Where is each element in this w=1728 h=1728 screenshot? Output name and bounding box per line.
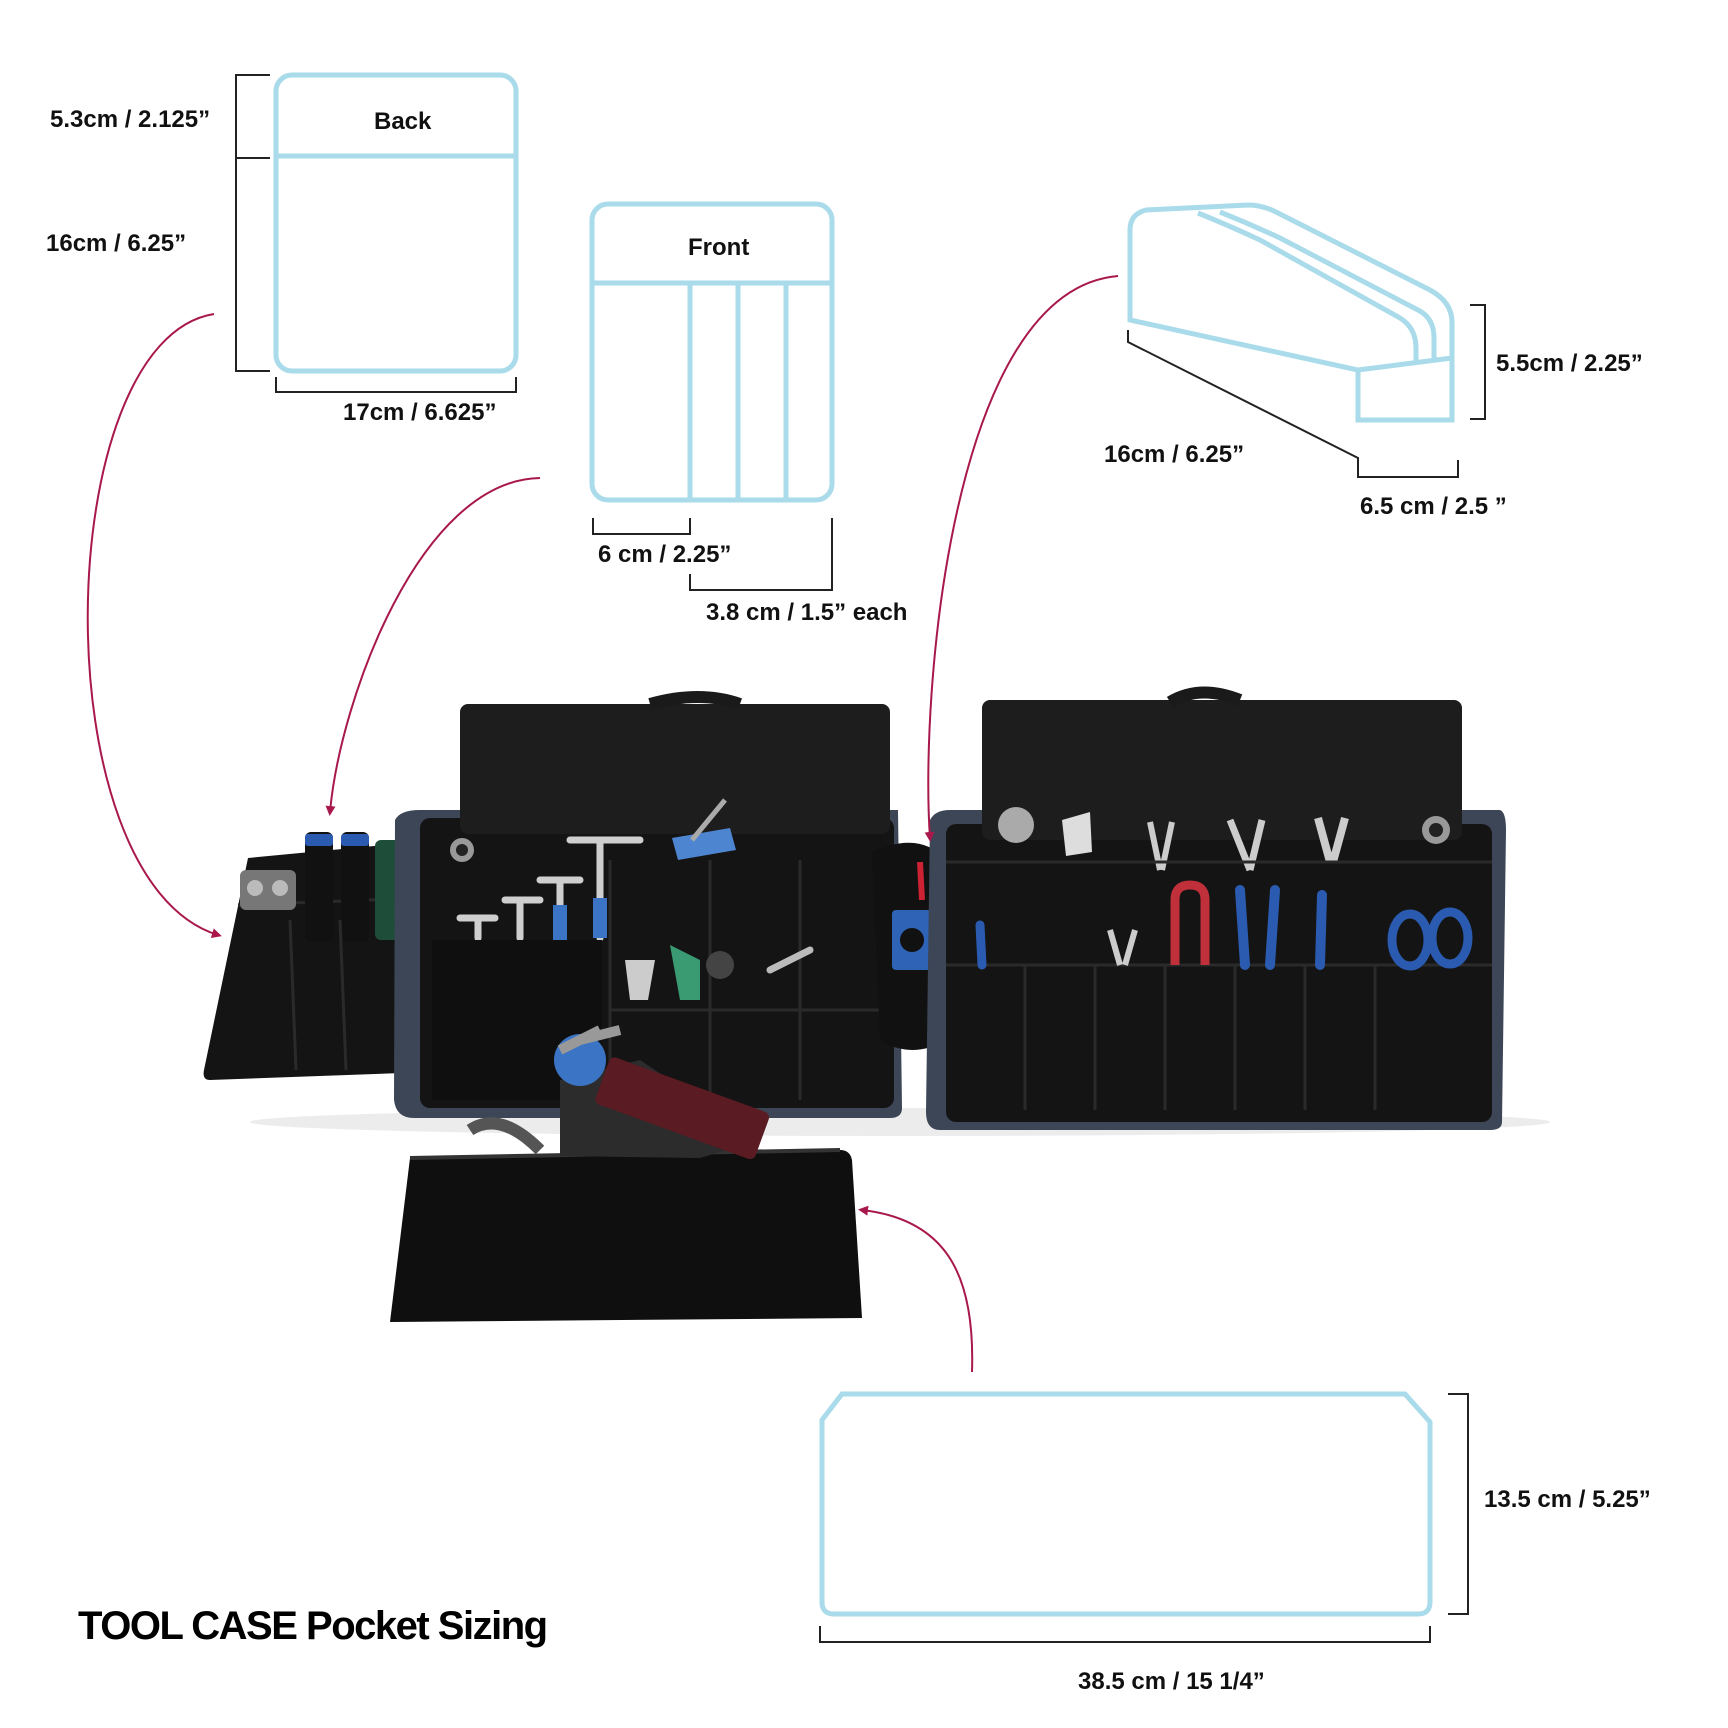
front-pocket-shape — [589, 201, 835, 503]
front-pocket-width-slots: 3.8 cm / 1.5” each — [706, 599, 908, 626]
zip-pouch-dimensions — [1127, 304, 1486, 478]
zip-pouch-outline — [1127, 202, 1455, 423]
back-pocket-height-top: 5.3cm / 2.125” — [50, 106, 211, 133]
back-pocket-shape — [273, 72, 519, 374]
zip-pouch-height: 5.5cm / 2.25” — [1496, 350, 1643, 377]
front-pocket-width-wide: 6 cm / 2.25” — [598, 541, 732, 568]
arrow-bottom-pocket — [858, 1205, 974, 1373]
front-pocket-outline — [589, 201, 835, 503]
front-pocket-dimensions — [592, 518, 833, 591]
screwdriver-handles — [305, 832, 401, 942]
page-title: TOOL CASE Pocket Sizing — [78, 1604, 548, 1648]
tool-case-illustration — [203, 686, 1550, 1322]
arrow-back-pocket — [86, 313, 222, 938]
zip-pouch-body — [1127, 202, 1455, 423]
back-pocket-dimensions — [235, 74, 517, 393]
bottom-pocket-shape — [819, 1391, 1433, 1617]
zip-pouch-length: 16cm / 6.25” — [1104, 441, 1245, 468]
front-pocket-name: Front — [688, 234, 750, 261]
back-pocket-height-main: 16cm / 6.25” — [46, 230, 187, 257]
pliers-row — [998, 807, 1349, 872]
t-handle-wrenches — [456, 836, 644, 942]
back-pocket-outline — [273, 72, 519, 374]
left-flap — [203, 832, 430, 1080]
connector-arrows — [86, 275, 1119, 1373]
bottom-pocket-width: 38.5 cm / 15 1/4” — [1078, 1668, 1265, 1695]
bottom-pocket-outline — [819, 1391, 1433, 1617]
bottom-pocket-dimensions — [819, 1393, 1469, 1643]
right-panel — [926, 686, 1506, 1130]
arrow-zip-pouch — [924, 275, 1119, 842]
bottom-zip-pocket — [390, 1025, 862, 1322]
zip-pouch-depth: 6.5 cm / 2.5 ” — [1360, 493, 1507, 520]
bottom-pocket-height: 13.5 cm / 5.25” — [1484, 1486, 1651, 1513]
back-pocket-width: 17cm / 6.625” — [343, 399, 497, 426]
center-left-panel — [394, 691, 902, 1118]
back-pocket-name: Back — [374, 108, 432, 135]
chain-tool-small — [240, 870, 296, 910]
arrow-front-pocket — [325, 477, 541, 816]
